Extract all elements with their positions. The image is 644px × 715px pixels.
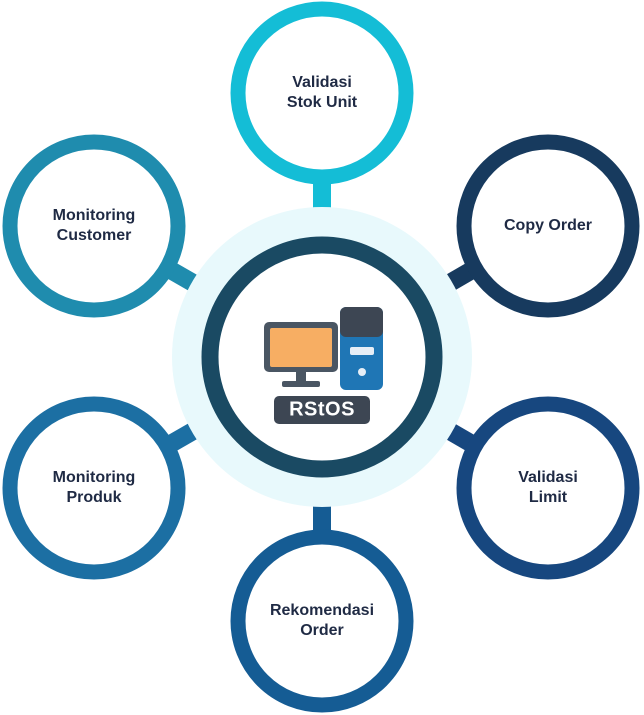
node-circle-monitoring-produk <box>2 396 186 580</box>
monitor-stand <box>282 381 320 387</box>
node-label-validasi-limit: Validasi Limit <box>518 469 578 506</box>
node-label-monitoring-customer: Monitoring Customer <box>52 207 136 244</box>
brand-badge <box>274 396 370 424</box>
tower-bay <box>350 347 374 355</box>
node-label-rekomendasi-order: Rekomendasi Order <box>269 602 375 639</box>
brand-label: RStOS <box>289 398 355 421</box>
node-circle-validasi-limit <box>456 396 640 580</box>
desktop-computer-icon <box>264 307 383 424</box>
node-label-validasi-stok-unit: Validasi Stok Unit <box>286 74 358 111</box>
tower-top-panel <box>340 307 383 337</box>
node-label-monitoring-produk: Monitoring Produk <box>52 469 136 506</box>
node-circle-monitoring-customer <box>2 134 186 318</box>
node-circle-copy-order <box>456 134 640 318</box>
node-label-copy-order: Copy Order <box>503 217 592 234</box>
monitor-neck <box>296 372 306 382</box>
node-circle-rekomendasi-order <box>230 529 414 713</box>
node-circle-validasi-stok-unit <box>230 1 414 185</box>
tower-button <box>358 368 366 376</box>
monitor-screen <box>270 328 332 367</box>
